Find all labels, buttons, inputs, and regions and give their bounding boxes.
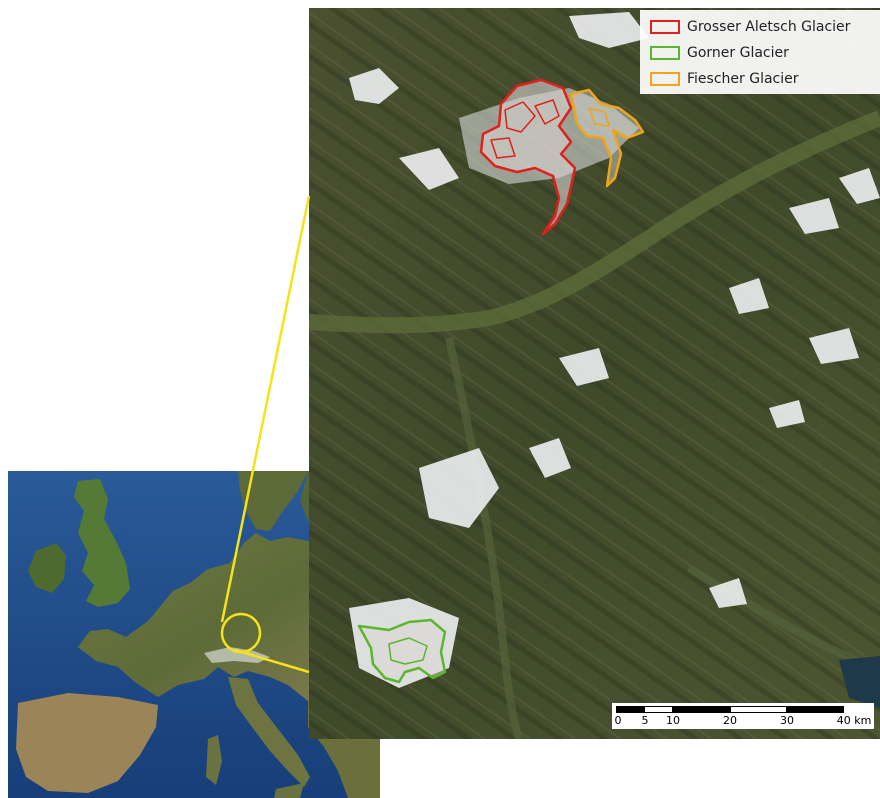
sicily	[274, 783, 304, 798]
italian-peninsula	[228, 677, 310, 787]
map-legend: Grosser Aletsch Glacier Gorner Glacier F…	[640, 10, 880, 94]
scale-bar: 0 5 10 20 30 40 km	[612, 703, 874, 729]
scale-segment	[616, 706, 644, 713]
alps-satellite-map	[309, 8, 880, 739]
scale-tick-label: 20	[723, 714, 737, 727]
ireland-landmass	[28, 543, 66, 593]
scale-tick-label: 30	[780, 714, 794, 727]
corsica-sardinia	[206, 735, 222, 785]
legend-swatch-fiescher	[650, 72, 680, 86]
legend-item-fiescher: Fiescher Glacier	[650, 68, 799, 90]
legend-swatch-gorner	[650, 46, 680, 60]
gorner-glacier-outline	[357, 618, 447, 684]
southern-valley	[445, 337, 523, 739]
scale-segment	[787, 706, 844, 713]
iberian-peninsula	[16, 693, 158, 793]
scale-tick-label: 0	[614, 714, 622, 727]
legend-swatch-aletsch	[650, 20, 680, 34]
scale-tick-label: 5	[641, 714, 649, 727]
legend-item-aletsch: Grosser Aletsch Glacier	[650, 16, 850, 38]
scale-tick-label: 10	[666, 714, 680, 727]
scale-bar-track	[616, 706, 844, 713]
legend-label-gorner: Gorner Glacier	[687, 45, 789, 61]
scale-segment	[730, 706, 787, 713]
fiescher-glacier-outline	[569, 88, 645, 188]
legend-label-fiescher: Fiescher Glacier	[687, 71, 799, 87]
scale-segment	[673, 706, 730, 713]
scale-segment	[644, 706, 673, 713]
scale-tick-label: 40 km	[836, 714, 872, 727]
legend-item-gorner: Gorner Glacier	[650, 42, 789, 64]
lake	[839, 656, 880, 708]
great-britain-landmass	[74, 479, 130, 607]
rhone-valley	[309, 110, 880, 334]
legend-label-aletsch: Grosser Aletsch Glacier	[687, 19, 851, 35]
grosser-aletsch-glacier-outline	[479, 78, 577, 236]
